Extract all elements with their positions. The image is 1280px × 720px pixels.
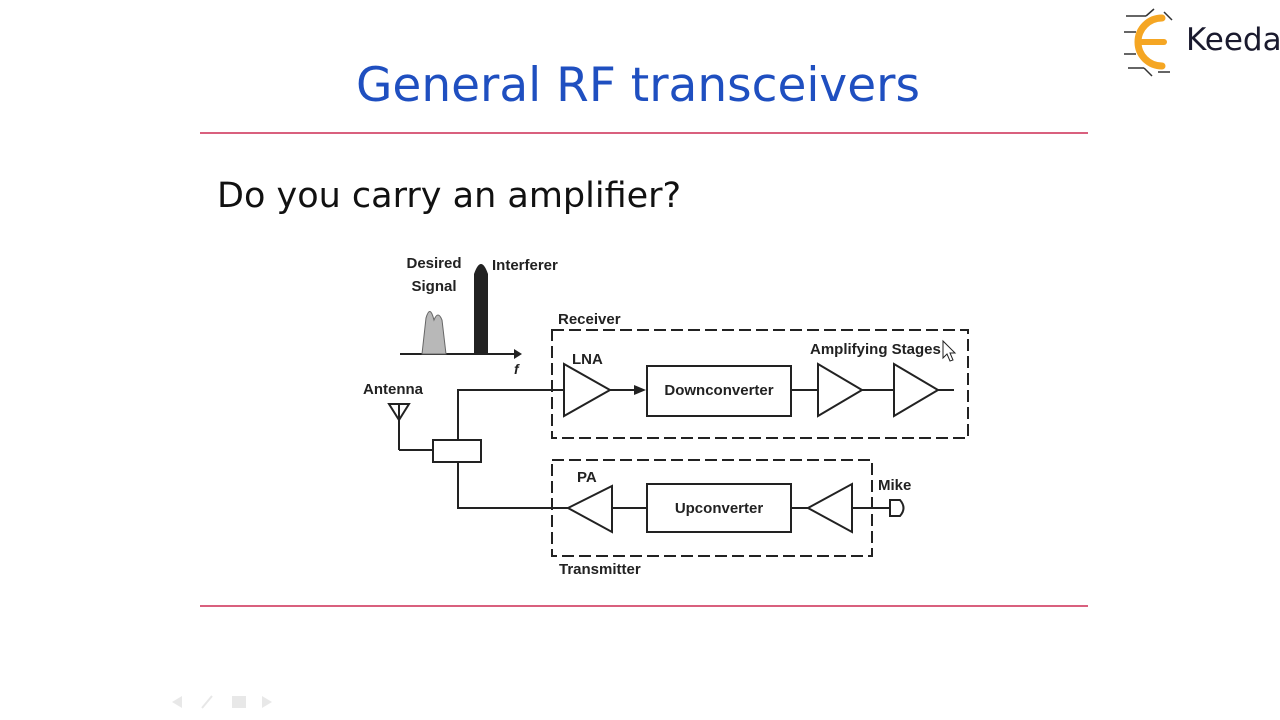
amplifier-stage-1: [817, 362, 864, 418]
receiver-label: Receiver: [558, 311, 621, 328]
transmitter-section: PA Upconverter Mike Transmitter: [551, 459, 911, 578]
pa-triangle: [565, 484, 613, 534]
pen-icon[interactable]: [201, 695, 213, 709]
desired-signal-label-2: Signal: [411, 278, 456, 295]
desired-signal-label-1: Desired: [406, 255, 461, 272]
frequency-axis-label: f: [514, 361, 520, 377]
downconverter-label: Downconverter: [664, 382, 773, 399]
lna-triangle: [563, 362, 613, 418]
top-divider: [200, 132, 1088, 134]
bottom-divider: [200, 605, 1088, 607]
previous-slide-icon[interactable]: [172, 696, 182, 708]
downconverter-block: [646, 365, 792, 417]
rf-transceiver-diagram: Desired Signal Interferer f Receiver LNA…: [363, 255, 969, 578]
upconverter-label: Upconverter: [675, 500, 764, 517]
microphone-icon: [889, 499, 905, 517]
duplexer-block: [432, 439, 482, 463]
mic-amplifier-triangle: [805, 482, 853, 534]
slide-question: Do you carry an amplifier?: [217, 176, 682, 216]
antenna-section: Antenna: [363, 381, 568, 509]
amplifier-stage-2: [893, 362, 940, 418]
ekeeda-logo: [1124, 8, 1173, 77]
antenna-label: Antenna: [363, 381, 424, 398]
upconverter-block: [646, 483, 792, 533]
amplifying-stages-label: Amplifying Stages: [810, 341, 941, 358]
next-slide-icon[interactable]: [262, 696, 272, 708]
logo-text: Keeda: [1186, 22, 1280, 58]
interferer-label: Interferer: [492, 257, 558, 274]
pa-label: PA: [577, 469, 597, 486]
slideshow-controls: [172, 695, 272, 709]
menu-icon[interactable]: [232, 696, 246, 708]
receiver-section: Receiver LNA Downconverter Amplifying St…: [551, 311, 969, 439]
transmitter-label: Transmitter: [559, 561, 641, 578]
slide-title: General RF transceivers: [356, 58, 920, 113]
mouse-cursor-icon: [942, 339, 957, 362]
lna-label: LNA: [572, 351, 603, 368]
spectrum-inset: Desired Signal Interferer f: [400, 255, 558, 377]
mike-label: Mike: [878, 477, 911, 494]
